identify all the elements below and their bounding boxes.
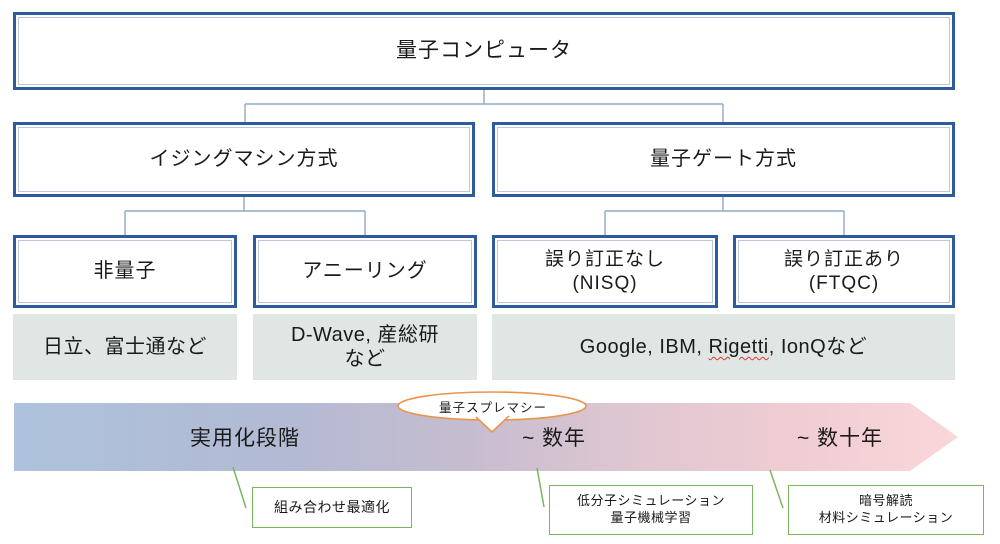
timeline-stage-decades: ~ 数十年 [796, 427, 884, 450]
vendors-non-quantum: 日立、富士通など [13, 314, 237, 380]
app-box-crypto-materials: 暗号解読 材料シミュレーション [788, 485, 984, 535]
vendors-gate-label: Google, IBM, Rigetti, IonQなど [580, 335, 867, 359]
app-simulation-line2: 量子機械学習 [610, 510, 692, 525]
app-box-simulation-ml: 低分子シミュレーション 量子機械学習 [549, 485, 753, 535]
node-nisq-label: 誤り訂正なし [544, 248, 665, 270]
node-nisq-sublabel: (NISQ) [572, 272, 638, 294]
vendors-non-quantum-label: 日立、富士通など [43, 336, 207, 358]
timeline-stage-few-years: ~ 数年 [521, 427, 587, 450]
vendors-gate-misspelled-word: Rigetti [708, 336, 769, 358]
leader-line-optimization [232, 466, 247, 509]
node-non-quantum: 非量子 [13, 235, 237, 308]
app-crypto-line2: 材料シミュレーション [818, 510, 954, 525]
vendors-annealing-line1: D-Wave, 産総研 [290, 324, 440, 346]
node-annealing: アニーリング [253, 235, 477, 308]
app-crypto-line1: 暗号解読 [858, 493, 913, 509]
vendors-annealing-line2: など [344, 348, 386, 370]
node-ftqc-label: 誤り訂正あり [783, 248, 904, 270]
vendors-gate: Google, IBM, Rigetti, IonQなど [492, 314, 955, 380]
leader-line-cryptanalysis [769, 469, 784, 509]
node-ftqc: 誤り訂正あり (FTQC) [733, 235, 955, 308]
vendors-gate-prefix: Google, IBM, [579, 336, 709, 358]
node-quantum-gate-label: 量子ゲート方式 [650, 148, 797, 170]
connector-gate-to-children [604, 197, 845, 235]
node-annealing-label: アニーリング [302, 260, 428, 282]
node-nisq: 誤り訂正なし (NISQ) [492, 235, 718, 308]
node-quantum-computer-label: 量子コンピュータ [396, 38, 572, 62]
leader-line-simulation [536, 467, 545, 508]
node-non-quantum-label: 非量子 [93, 260, 157, 282]
node-ising-machine: イジングマシン方式 [13, 122, 475, 197]
node-ftqc-sublabel: (FTQC) [808, 272, 880, 294]
timeline-stage-practical: 実用化段階 [190, 427, 300, 450]
vendors-annealing: D-Wave, 産総研 など [253, 314, 477, 380]
connector-ising-to-children [124, 197, 366, 235]
app-optimization-line1: 組み合わせ最適化 [274, 499, 390, 516]
app-box-optimization: 組み合わせ最適化 [252, 487, 412, 528]
node-quantum-computer: 量子コンピュータ [13, 12, 955, 90]
vendors-gate-suffix: , IonQなど [768, 336, 868, 358]
app-simulation-line1: 低分子シミュレーション [577, 493, 725, 509]
node-quantum-gate: 量子ゲート方式 [492, 122, 955, 197]
connector-root-to-level2 [244, 90, 724, 122]
node-ising-machine-label: イジングマシン方式 [149, 148, 339, 170]
quantum-supremacy-callout-label: 量子スプレマシー [438, 401, 547, 415]
